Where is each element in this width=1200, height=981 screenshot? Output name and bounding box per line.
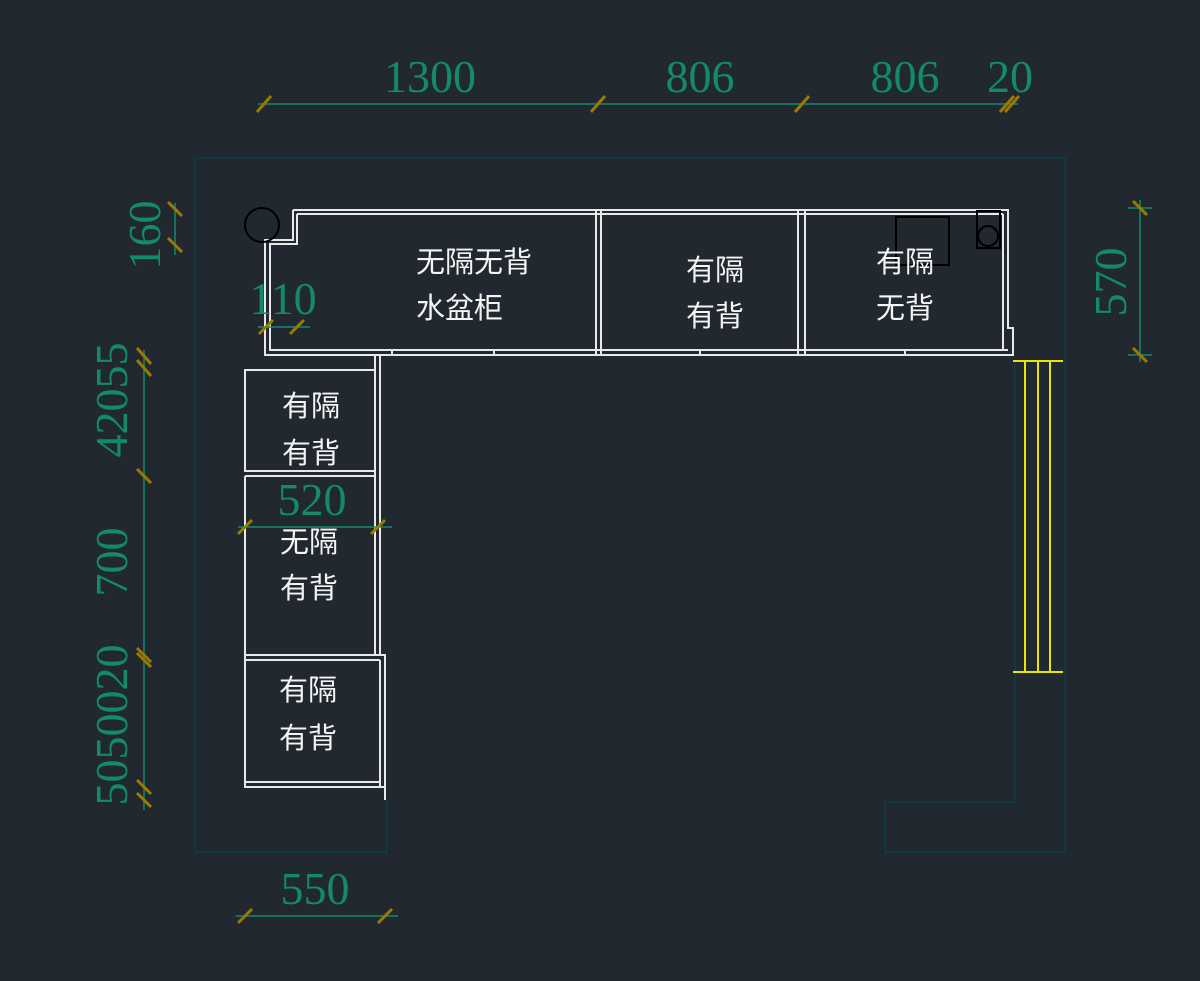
sink-label-line2: 水盆柜 bbox=[416, 291, 503, 325]
dimension-110: 110 bbox=[249, 273, 317, 336]
room-outline-left bbox=[194, 158, 388, 853]
dimension-570: 570 bbox=[1085, 199, 1152, 364]
top-right-label-line1: 有隔 bbox=[876, 245, 934, 279]
left-3-label-line1: 有隔 bbox=[279, 673, 337, 707]
room-outline bbox=[195, 157, 1066, 853]
appliance-icon bbox=[976, 210, 1001, 249]
sink-drain-icon bbox=[244, 207, 280, 243]
dim-42055: 42055 bbox=[86, 343, 137, 458]
dimension-520: 520 bbox=[236, 474, 392, 536]
cooktop-icon bbox=[895, 216, 950, 266]
dim-806-a: 806 bbox=[666, 51, 735, 102]
left-dimension-chain: 42055 700 5050020 bbox=[86, 343, 153, 810]
dim-5050020: 5050020 bbox=[86, 645, 137, 806]
top-dimension-chain: 1300 806 806 20 bbox=[255, 51, 1033, 113]
dim-20: 20 bbox=[987, 51, 1033, 102]
dim-550: 550 bbox=[281, 863, 350, 914]
dim-806-b: 806 bbox=[871, 51, 940, 102]
door-opening bbox=[1013, 360, 1063, 673]
sink-label-line1: 无隔无背 bbox=[416, 245, 532, 279]
top-mid-label-line1: 有隔 bbox=[686, 253, 744, 287]
dim-160: 160 bbox=[119, 201, 170, 270]
dim-700: 700 bbox=[86, 528, 137, 597]
dim-110: 110 bbox=[249, 273, 316, 324]
left-1-label-line2: 有背 bbox=[282, 436, 340, 470]
dimension-550: 550 bbox=[236, 863, 398, 925]
dim-520: 520 bbox=[278, 474, 347, 525]
dim-570: 570 bbox=[1085, 248, 1136, 317]
left-2-label-line2: 有背 bbox=[280, 571, 338, 605]
left-3-label-line2: 有背 bbox=[279, 721, 337, 755]
dim-1300: 1300 bbox=[384, 51, 476, 102]
dimension-160: 160 bbox=[119, 201, 184, 270]
left-2-label-line1: 无隔 bbox=[280, 525, 338, 559]
top-cabinet-run bbox=[244, 207, 1014, 356]
top-mid-label-line2: 有背 bbox=[686, 299, 744, 333]
left-cabinet-column bbox=[244, 355, 386, 800]
left-1-label-line1: 有隔 bbox=[282, 389, 340, 423]
top-right-label-line2: 无背 bbox=[876, 291, 934, 325]
